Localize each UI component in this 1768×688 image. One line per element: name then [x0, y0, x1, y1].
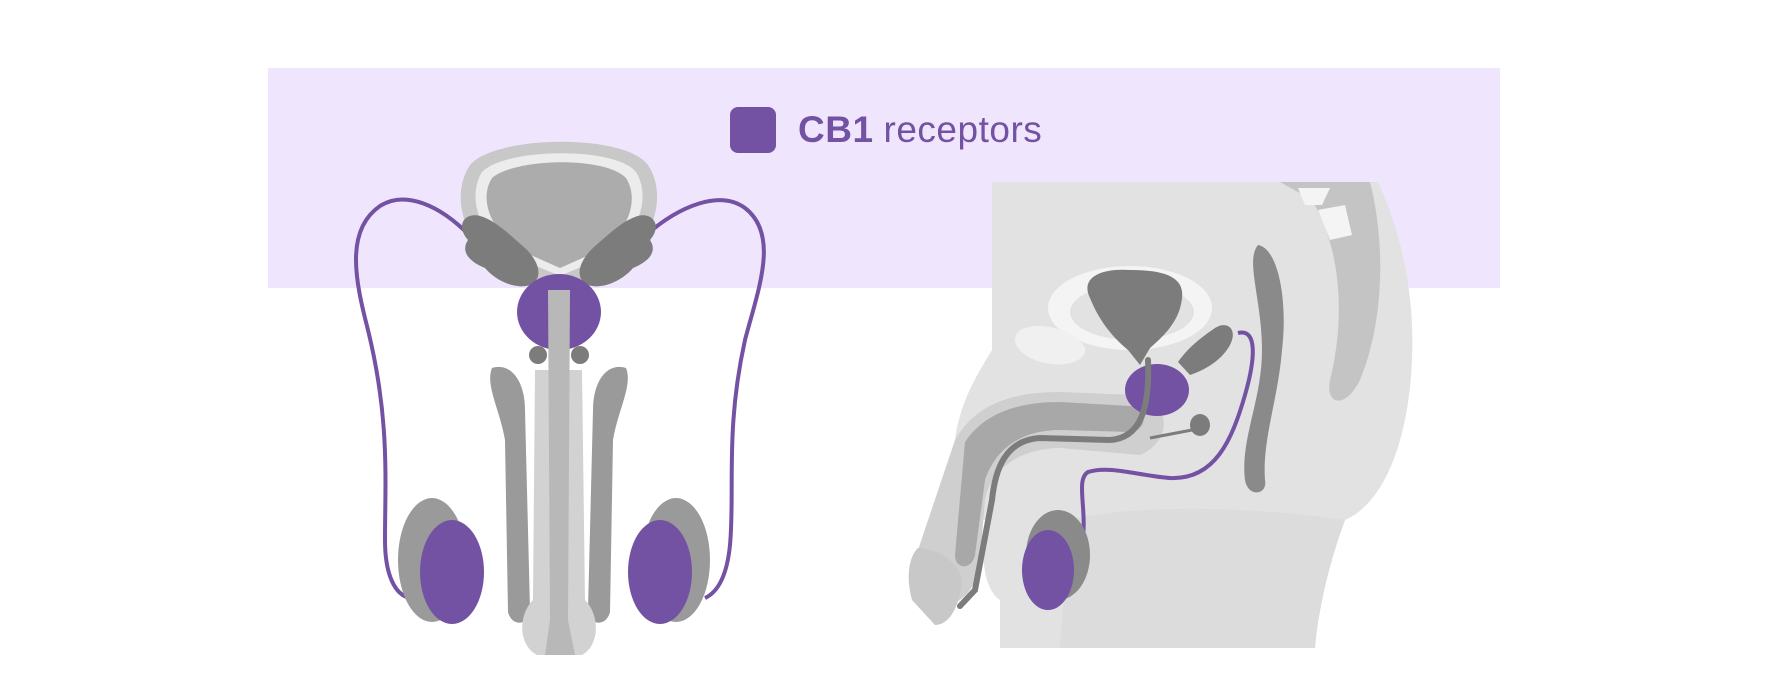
side-view [908, 182, 1413, 648]
side-bulbourethral-gland [1190, 414, 1210, 436]
legend-swatch [730, 107, 776, 153]
right-testis [628, 520, 692, 624]
rectum [1244, 245, 1284, 493]
side-prostate [1125, 364, 1189, 416]
vertebra-lower [1318, 205, 1352, 240]
pubic-symphysis [1015, 326, 1086, 365]
left-corpus-cavernosum [490, 366, 530, 623]
left-testis [420, 520, 484, 624]
left-seminal-vesicle [461, 215, 539, 287]
thigh [1060, 508, 1345, 648]
corpus-cavernosum [955, 402, 1144, 567]
bladder [486, 162, 632, 268]
left-vas-deferens [354, 197, 472, 600]
legend-label-bold: CB1 [798, 109, 874, 150]
vertebra-upper [1298, 188, 1330, 205]
legend-label-text: receptors [883, 109, 1043, 150]
right-seminal-vesicle [579, 215, 656, 287]
left-bulbourethral-gland [529, 346, 547, 364]
side-bulbourethral-duct [1149, 428, 1193, 440]
sacrum [1280, 182, 1381, 401]
side-testis [1022, 530, 1074, 610]
front-view [354, 141, 766, 655]
side-urethra [957, 357, 1152, 609]
side-seminal-vesicle [1178, 325, 1233, 375]
side-bladder [1087, 269, 1183, 365]
right-vas-deferens [643, 198, 766, 600]
front-urethra [545, 290, 575, 655]
glans [908, 548, 962, 625]
right-bulbourethral-gland [571, 346, 589, 364]
right-corpus-cavernosum [588, 366, 628, 623]
